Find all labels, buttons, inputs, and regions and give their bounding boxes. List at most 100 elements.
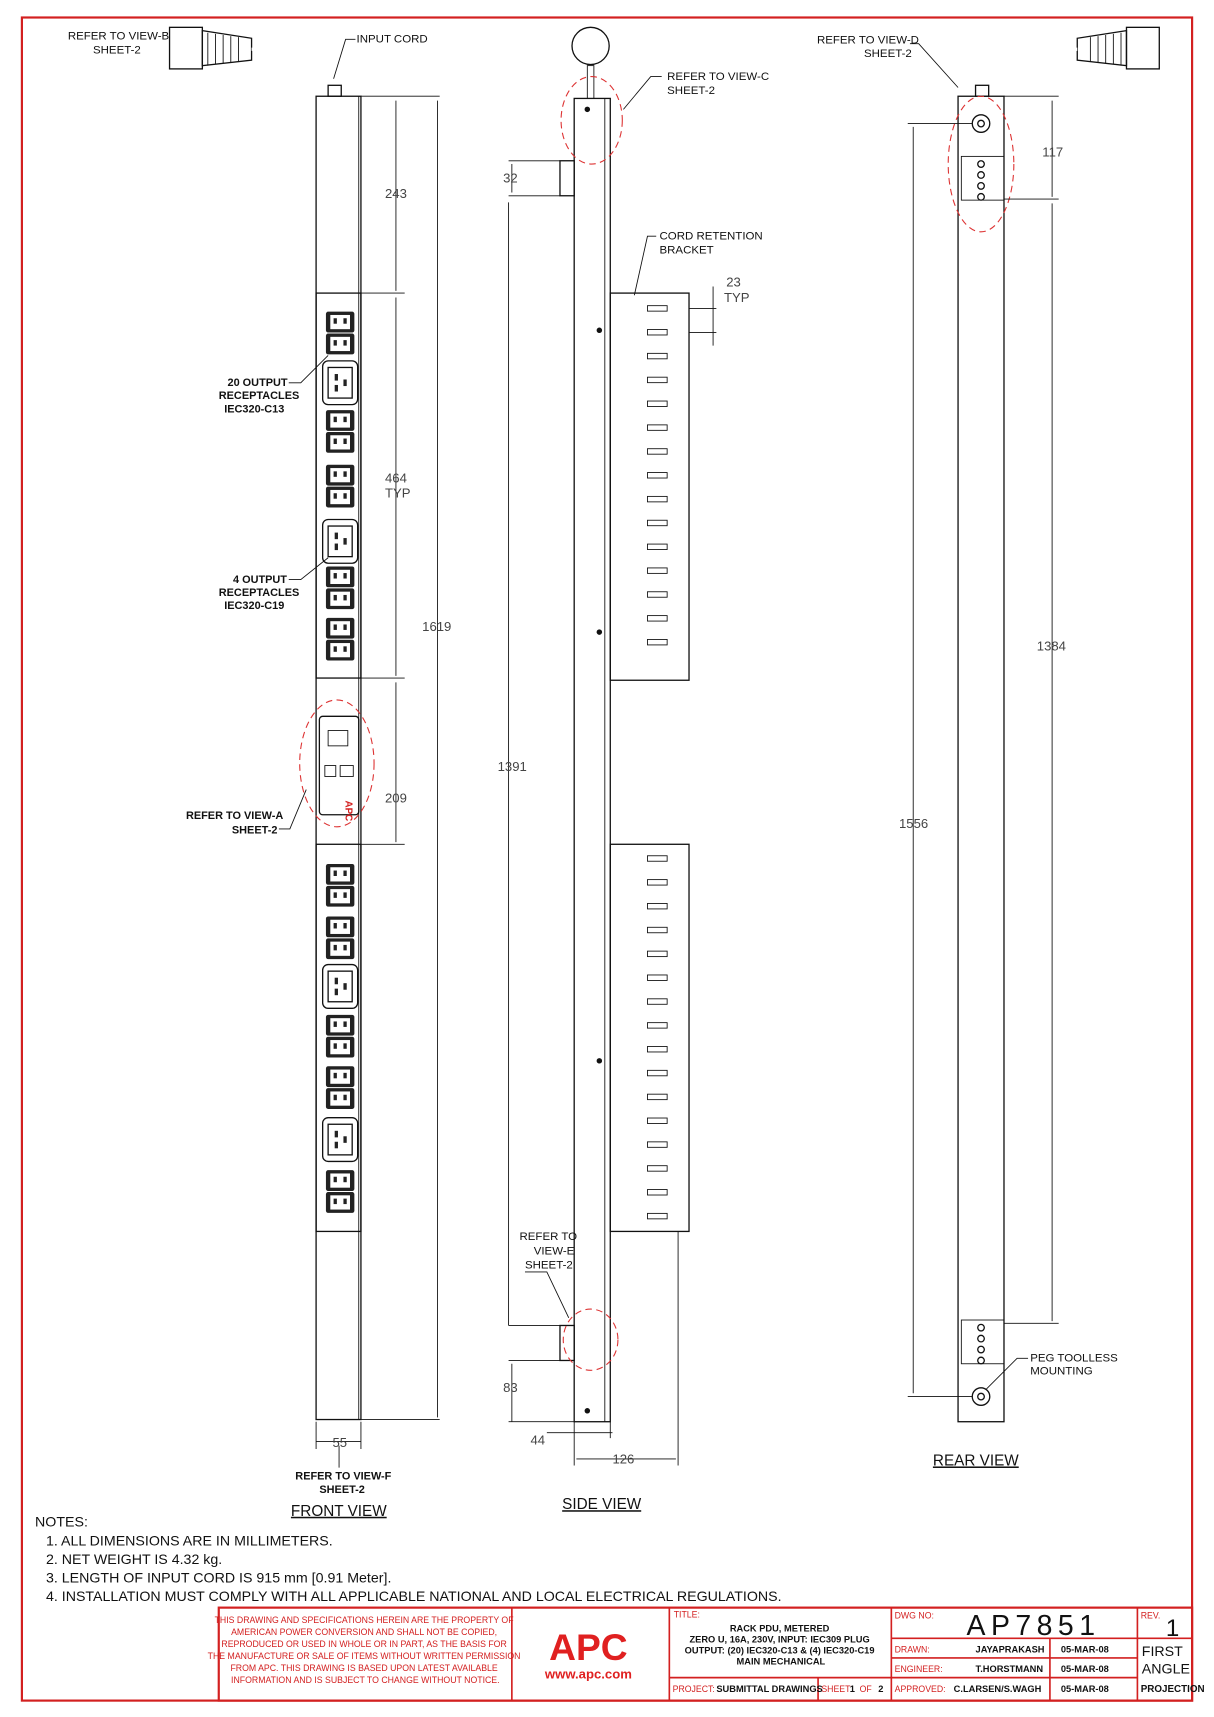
dim-32: 32 [503, 171, 518, 186]
peg-hole [977, 181, 985, 190]
dim-117: 117 [1042, 144, 1063, 159]
bracket-slot [647, 974, 668, 981]
bracket-slot [647, 1189, 668, 1196]
bracket-slot [647, 1212, 668, 1220]
bracket-slot [647, 329, 668, 336]
apc-logo: APC [549, 1626, 627, 1668]
bracket-slot [647, 998, 668, 1005]
dim-209: 209 [385, 791, 407, 806]
cord-retention-bracket-upper [609, 292, 690, 681]
title-label: TITLE: [674, 1609, 700, 1619]
view-a-callout [299, 699, 375, 828]
website[interactable]: www.apc.com [544, 1667, 632, 1682]
c13-receptacle-icon [325, 311, 355, 333]
projection-label: FIRST ANGLE PROJECTION [1141, 1640, 1205, 1695]
property-notice: THIS DRAWING AND SPECIFICATIONS HEREIN A… [208, 1615, 523, 1685]
c19-receptacle-icon [321, 1117, 359, 1163]
c13-receptacle-icon [325, 938, 355, 960]
bracket-slot [647, 1022, 668, 1029]
c13-receptacle-icon [325, 431, 355, 453]
c13-receptacle-icon [325, 464, 355, 486]
drawn-by: JAYAPRAKASH [976, 1644, 1045, 1654]
approved-by: C.LARSEN/S.WAGH [954, 1684, 1042, 1694]
bracket-slot [647, 903, 668, 910]
bracket-slot [647, 1117, 668, 1124]
bracket-slot [647, 519, 668, 527]
project-value: SUBMITTAL DRAWINGS [716, 1684, 822, 1694]
c13-receptacle-icon [325, 486, 355, 508]
dim-1619: 1619 [422, 619, 451, 634]
of-label: OF [860, 1684, 872, 1694]
peg-hole [977, 160, 985, 168]
bracket-slot [647, 567, 668, 574]
outlet-module-lower [315, 843, 362, 1233]
iec309-plug-icon [168, 26, 342, 97]
dim-44: 44 [530, 1433, 545, 1448]
bracket-slot [647, 950, 668, 958]
dim-1556: 1556 [899, 816, 928, 831]
c13-receptacle-icon [325, 1036, 355, 1058]
c13-receptacle-icon [325, 639, 355, 661]
c13-receptacle-icon [325, 863, 355, 885]
note-1: 1. ALL DIMENSIONS ARE IN MILLIMETERS. [46, 1533, 333, 1549]
c19-receptacle-icon [321, 360, 359, 406]
dim-464: 464 [385, 470, 407, 485]
title-block: THIS DRAWING AND SPECIFICATIONS HEREIN A… [208, 1606, 1205, 1702]
peg-hole [977, 192, 985, 201]
bracket-slot [647, 448, 668, 455]
c13-receptacle-icon [325, 333, 355, 355]
bracket-slot [647, 543, 668, 550]
bracket-slot [647, 615, 668, 622]
c13-receptacle-icon [325, 1192, 355, 1213]
engineer-name: T.HORSTMANN [976, 1664, 1044, 1674]
side-pdu-body [573, 97, 611, 1423]
dim-243: 243 [385, 186, 407, 201]
view-d-callout [947, 95, 1015, 233]
approved-date: 05-MAR-08 [1061, 1684, 1109, 1694]
note-4: 4. INSTALLATION MUST COMPLY WITH ALL APP… [46, 1589, 782, 1605]
dim-23: 23 [726, 275, 741, 290]
sheet-border [20, 16, 1194, 1702]
drawing-title: RACK PDU, METERED ZERO U, 16A, 230V, INP… [685, 1624, 877, 1667]
note-3: 3. LENGTH OF INPUT CORD IS 915 mm [0.91 … [46, 1570, 391, 1586]
drawn-label: DRAWN: [895, 1644, 930, 1654]
bracket-slot [647, 591, 668, 598]
peg-bottom [971, 1387, 991, 1406]
bracket-slot [647, 1141, 668, 1148]
rev-label: REV. [1141, 1611, 1161, 1621]
dim-1391: 1391 [498, 759, 527, 774]
peg-hole [977, 171, 985, 179]
sheet-number: 1 [850, 1684, 855, 1694]
bracket-slot [647, 424, 668, 431]
peg-hole [977, 1345, 985, 1354]
c13-receptacle-icon [325, 1014, 355, 1036]
note-2: 2. NET WEIGHT IS 4.32 kg. [46, 1552, 222, 1568]
dim-464-typ: TYP [385, 486, 411, 501]
dwg-number: AP7851 [967, 1610, 1101, 1642]
dim-126: 126 [612, 1451, 634, 1466]
bracket-slot [647, 879, 668, 886]
c13-receptacle-icon [325, 1170, 355, 1191]
input-cord-label: INPUT CORD [357, 34, 428, 46]
dim-83: 83 [503, 1380, 518, 1395]
rear-view-title: REAR VIEW [933, 1452, 1019, 1469]
rear-pdu-body [957, 95, 1005, 1423]
engineer-label: ENGINEER: [895, 1664, 943, 1674]
bracket-slot [647, 472, 668, 479]
c13-receptacle-icon [325, 410, 355, 431]
c19-receptacle-icon [321, 518, 359, 564]
c13-receptacle-icon [325, 885, 355, 907]
project-label: PROJECT: [673, 1684, 715, 1694]
bracket-slot [647, 400, 668, 407]
engineer-date: 05-MAR-08 [1061, 1664, 1109, 1674]
